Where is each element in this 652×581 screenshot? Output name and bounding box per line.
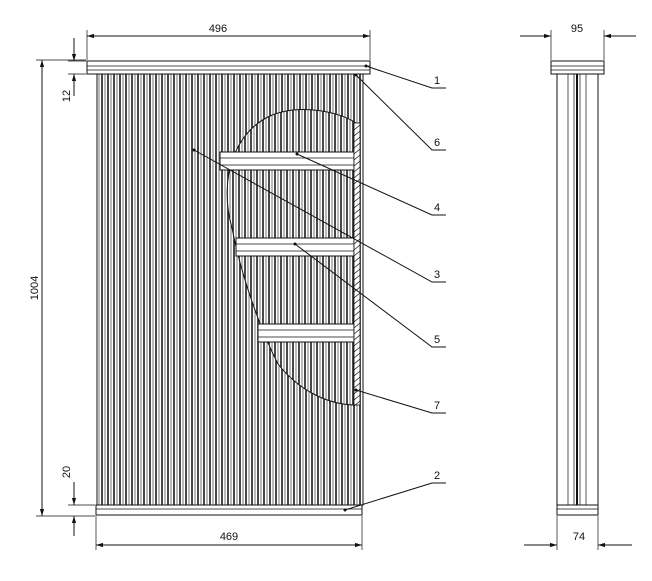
svg-text:7: 7 xyxy=(434,400,440,412)
svg-text:4: 4 xyxy=(434,202,440,214)
callout-1: 1 xyxy=(364,64,446,89)
callout-4: 4 xyxy=(295,152,446,216)
side-view: 95 74 xyxy=(520,23,636,550)
dim-text-side-bottom: 74 xyxy=(573,531,585,543)
dim-text-height: 1004 xyxy=(29,276,41,300)
dimension-bottom-cap: 20 xyxy=(61,466,95,536)
side-top-cap xyxy=(550,60,605,75)
side-bottom-cap xyxy=(556,504,599,516)
dim-text-top-cap: 12 xyxy=(61,90,73,102)
dim-text-side-top: 95 xyxy=(571,23,583,35)
callouts: 1 6 4 3 5 7 xyxy=(192,64,446,512)
dimension-top-width: 496 xyxy=(86,23,371,60)
top-end-cap xyxy=(86,60,371,75)
dim-text-bottom-cap: 20 xyxy=(61,466,73,478)
callout-3: 3 xyxy=(192,148,446,283)
callout-6: 6 xyxy=(354,73,446,151)
svg-text:5: 5 xyxy=(434,334,440,346)
dim-text-top-width: 496 xyxy=(209,23,227,35)
dimension-height: 1004 xyxy=(29,59,95,517)
dimension-side-top: 95 xyxy=(520,23,636,60)
callout-5: 5 xyxy=(293,242,446,348)
support-bar-bottom xyxy=(257,323,355,343)
dimension-top-cap: 12 xyxy=(61,38,86,102)
bottom-end-cap xyxy=(95,504,363,516)
dimension-bottom-width: 469 xyxy=(95,516,363,550)
svg-text:1: 1 xyxy=(434,75,440,87)
callout-7: 7 xyxy=(354,388,446,414)
svg-text:2: 2 xyxy=(434,470,440,482)
svg-text:3: 3 xyxy=(434,269,440,281)
dimension-side-bottom: 74 xyxy=(524,516,632,550)
callout-2: 2 xyxy=(343,470,446,512)
front-view xyxy=(86,60,371,516)
hatched-side-wall xyxy=(353,122,361,407)
support-bar-top xyxy=(219,151,355,171)
dim-text-bottom-width: 469 xyxy=(220,531,238,543)
support-bar-middle xyxy=(235,237,355,257)
svg-text:6: 6 xyxy=(434,137,440,149)
